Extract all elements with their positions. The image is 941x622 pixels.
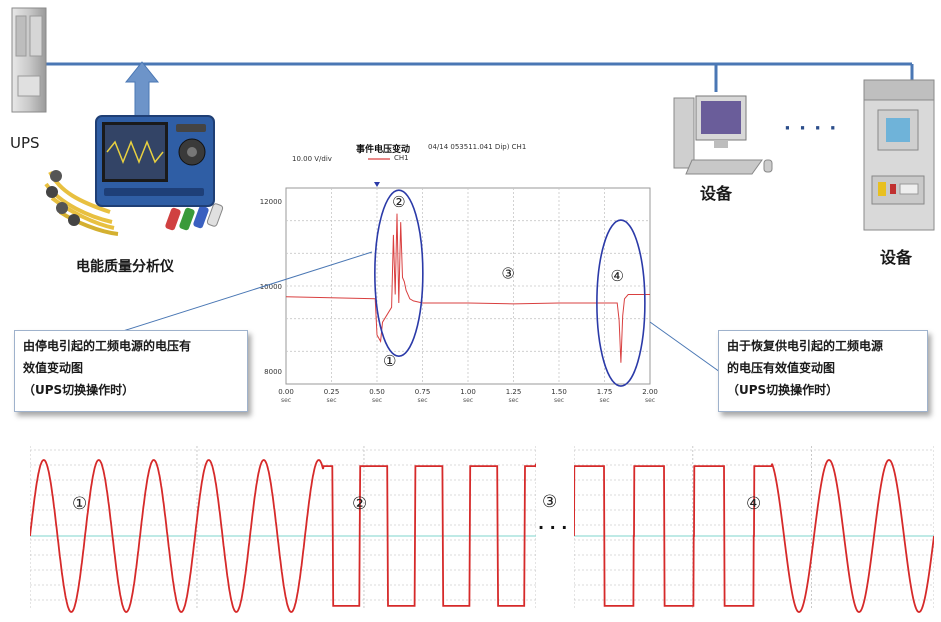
device-label-2: 设备 [880,248,913,267]
waveform-trace [574,459,934,613]
callout-left-line-3: （UPS切换操作时） [23,383,135,397]
x-tick-unit: sec [281,397,291,404]
chart-scale: 10.00 V/div [292,155,332,163]
y-tick-label: 10000 [260,283,282,291]
wave-marker-3: ③ [542,492,558,512]
y-tick-label: 12000 [260,198,282,206]
ellipsis-bottom: · · · [538,518,568,537]
x-tick-label: 1.75 [597,388,613,396]
equipment-icon [863,79,935,231]
legend-swatch [368,158,390,160]
callout-right: 由于恢复供电引起的工频电源 的电压有效值变动图 （UPS切换操作时） [718,330,928,412]
x-tick-unit: sec [554,397,564,404]
x-tick-unit: sec [508,397,518,404]
waveform-trace [30,459,536,613]
ups-icon [11,7,47,113]
callout-right-line-3: （UPS切换操作时） [727,383,839,397]
x-tick-unit: sec [463,397,473,404]
x-tick-label: 0.50 [369,388,385,396]
x-tick-label: 0.00 [278,388,294,396]
x-tick-unit: sec [326,397,336,404]
y-tick-label: 8000 [264,368,282,376]
ellipsis-top: · · · · [784,118,838,139]
x-tick-label: 2.00 [642,388,658,396]
chart-marker-4: ④ [611,267,624,285]
x-tick-unit: sec [372,397,382,404]
analyzer-label: 电能质量分析仪 [76,259,174,275]
ups-label: UPS [10,134,40,152]
legend-label: CH1 [394,154,409,162]
chart-marker-3: ③ [501,264,514,282]
callout-left: 由停电引起的工频电源的电压有 效值变动图 （UPS切换操作时） [14,330,248,412]
x-tick-unit: sec [599,397,609,404]
chart-marker-2: ② [392,193,405,211]
series-line-ch1 [285,213,650,363]
x-tick-unit: sec [417,397,427,404]
x-tick-unit: sec [645,397,655,404]
wave-marker-4: ④ [746,494,762,514]
callout-left-line-1: 由停电引起的工频电源的电压有 [23,339,192,353]
trigger-marker [374,182,380,187]
wave-marker-1: ① [72,494,88,514]
waveform-left [30,446,536,613]
x-tick-label: 1.25 [506,388,522,396]
chart-title: 事件电压变动 [356,145,411,155]
wave-marker-2: ② [352,494,368,514]
callout-right-line-2: 的电压有效值变动图 [727,361,836,375]
x-tick-label: 1.00 [460,388,476,396]
computer-icon [673,95,773,175]
voltage-rms-chart: 120001000080000.00sec0.25sec0.50sec0.75s… [260,182,658,404]
callout-left-line-2: 效值变动图 [23,361,84,375]
chart-event-info: 04/14 053511.041 Dip) CH1 [428,143,527,151]
device-label-1: 设备 [700,184,733,203]
event-ellipse-2 [374,189,424,358]
event-ellipse-4 [596,219,646,387]
analyzer-icon [44,115,224,236]
x-tick-label: 0.75 [415,388,431,396]
x-tick-label: 1.50 [551,388,567,396]
callout-right-line-1: 由于恢复供电引起的工频电源 [727,339,884,353]
waveform-right [574,446,934,613]
network-lines [40,62,914,92]
x-tick-label: 0.25 [324,388,340,396]
chart-marker-1: ① [383,352,396,370]
